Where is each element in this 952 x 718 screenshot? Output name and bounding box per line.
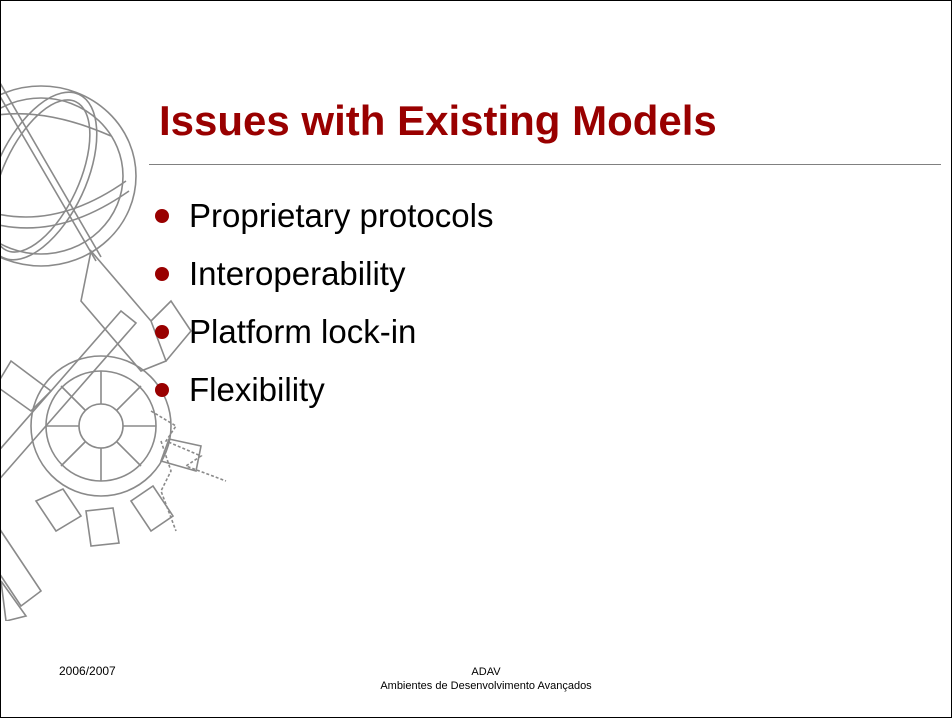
bullet-text: Flexibility — [189, 371, 325, 408]
bullet-text: Interoperability — [189, 255, 406, 292]
footer-course-name: Ambientes de Desenvolvimento Avançados — [380, 680, 592, 692]
armillary-sphere-emblem-icon — [1, 83, 227, 621]
bullet-dot-icon — [155, 209, 169, 223]
title-divider — [149, 164, 941, 165]
bullet-text: Platform lock-in — [189, 313, 417, 350]
bullet-dot-icon — [155, 267, 169, 281]
footer-course: ADAV Ambientes de Desenvolvimento Avança… — [341, 665, 631, 693]
footer-date: 2006/2007 — [59, 664, 116, 678]
slide-title: Issues with Existing Models — [159, 97, 717, 144]
bullet-dot-icon — [155, 325, 169, 339]
bullet-dot-icon — [155, 383, 169, 397]
footer-course-code: ADAV — [471, 666, 501, 678]
bullet-text: Proprietary protocols — [189, 197, 494, 234]
